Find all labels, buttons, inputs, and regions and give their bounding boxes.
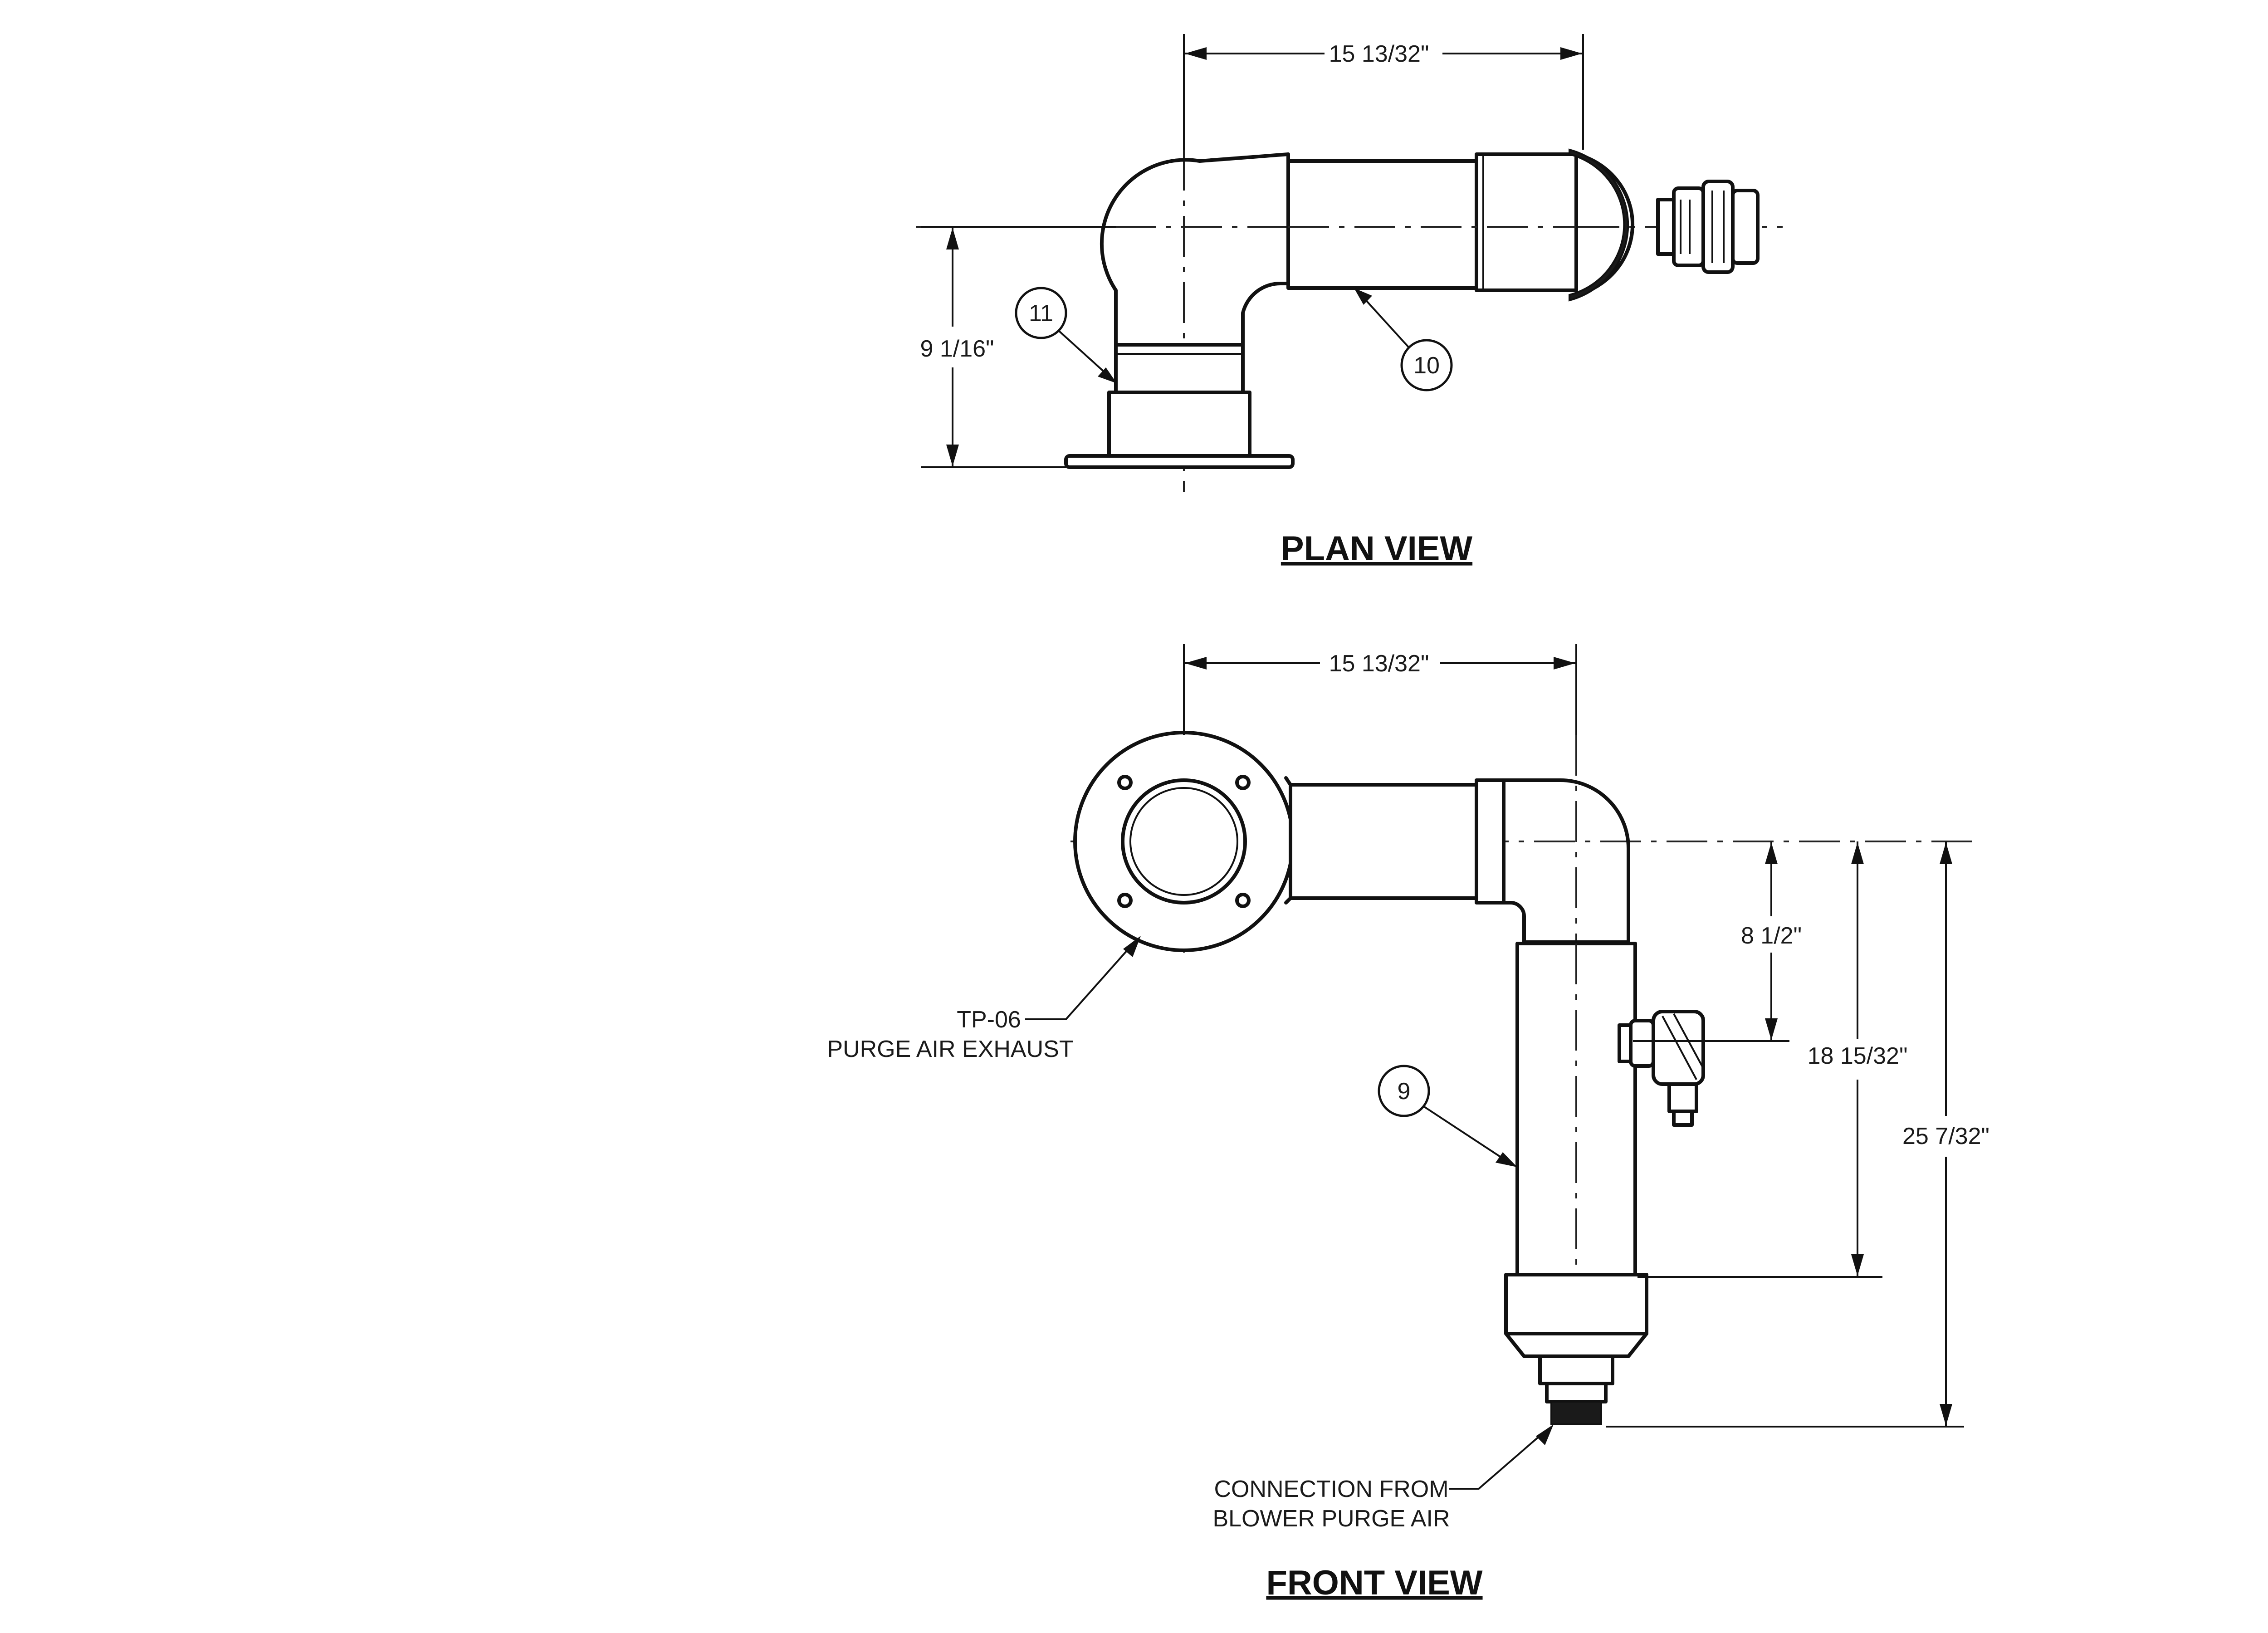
callout-11-bubble (1015, 287, 1067, 339)
front-pipe-coupling (1475, 778, 1505, 905)
plan-width-arrow-right (1560, 47, 1582, 60)
front-dim-b-arrow-bottom (1851, 1254, 1864, 1276)
tp06-label-line1: TP-06 (957, 1007, 1021, 1033)
front-bolt-hole-4 (1235, 893, 1251, 908)
plan-elbow-inner (1241, 281, 1290, 351)
front-bottom-coupling (1504, 1273, 1648, 1335)
plan-height-arrow-bottom (946, 445, 959, 466)
front-bolt-hole-1 (1117, 775, 1133, 790)
front-dim-c-arrow-top (1940, 842, 1952, 864)
front-bottom-thread (1550, 1401, 1602, 1425)
plan-elbow-outer (1100, 152, 1290, 351)
callout-9-bubble (1378, 1065, 1430, 1117)
front-bottom-reducer (1504, 1332, 1648, 1358)
callout-10-arrow (1354, 288, 1372, 305)
front-pipe-stub (1284, 776, 1292, 905)
connection-arrow (1536, 1424, 1554, 1445)
front-elbow-inner (1502, 901, 1526, 945)
front-view-title: FRONT VIEW (1266, 1564, 1482, 1602)
front-flange-bore-outer (1121, 778, 1247, 905)
connection-label-line1: CONNECTION FROM (1214, 1476, 1448, 1502)
tp06-leader (1025, 949, 1128, 1020)
front-flange-bore-inner (1129, 787, 1238, 896)
plan-fitting-nut-a (1656, 198, 1676, 256)
front-width-arrow-left (1185, 657, 1207, 670)
front-width-dim-label: 15 13/32" (1329, 650, 1429, 677)
plan-base-flange (1064, 454, 1295, 469)
front-bolt-hole-2 (1235, 775, 1251, 790)
front-dim-c-arrow-bottom (1940, 1404, 1952, 1426)
plan-end-coupling (1475, 152, 1578, 292)
plan-fitting (1656, 180, 1760, 274)
callout-9-arrow (1496, 1152, 1517, 1167)
front-view: 15 13/32" 8 1/2" 18 15/32" 25 7/32" TP-0… (827, 644, 1989, 1602)
plan-fitting-head (1701, 180, 1735, 274)
front-dim-b-arrow-top (1851, 842, 1864, 864)
callout-10-label: 10 (1413, 352, 1440, 379)
plan-coupling-upper (1114, 343, 1245, 394)
callout-11-leader (1058, 330, 1108, 375)
front-dim-a-label: 8 1/2" (1741, 923, 1802, 949)
front-fitting-nut (1629, 1019, 1655, 1068)
front-horizontal-pipe (1289, 783, 1478, 900)
front-bottom-nut (1545, 1382, 1608, 1403)
plan-width-arrow-left (1185, 47, 1207, 60)
connection-leader (1449, 1435, 1541, 1490)
callout-10-leader (1362, 296, 1409, 348)
tp06-label-line2: PURGE AIR EXHAUST (827, 1036, 1073, 1062)
front-fitting-port-tip (1672, 1110, 1694, 1127)
callout-9-leader (1423, 1106, 1505, 1160)
connection-label-line2: BLOWER PURGE AIR (1213, 1506, 1450, 1532)
callout-11-arrow (1098, 367, 1117, 383)
callout-11-label: 11 (1029, 300, 1053, 327)
plan-width-dim-label: 15 13/32" (1329, 41, 1429, 67)
plan-height-dim-label: 9 1/16" (920, 336, 994, 362)
tp06-arrow (1123, 936, 1141, 957)
plan-fitting-cap (1731, 189, 1760, 265)
front-side-fitting (1618, 1010, 1705, 1127)
front-dim-a-arrow-bottom (1765, 1018, 1778, 1040)
plan-view: 15 13/32" 9 1/16" 11 10 PLAN VIEW (916, 34, 1783, 568)
plan-coupling-lower (1107, 391, 1251, 458)
plan-fitting-body (1672, 186, 1705, 267)
front-fitting-port (1667, 1082, 1698, 1113)
front-dim-c-label: 25 7/32" (1902, 1123, 1989, 1149)
plan-height-arrow-top (946, 228, 959, 249)
front-dim-a-arrow-top (1765, 842, 1778, 864)
plan-view-title: PLAN VIEW (1281, 529, 1472, 568)
callout-10-bubble (1400, 339, 1453, 391)
front-fitting-hatch-1 (1662, 1016, 1697, 1080)
plan-horizontal-pipe (1286, 159, 1478, 290)
front-width-arrow-right (1554, 657, 1575, 670)
front-bolt-hole-3 (1117, 893, 1133, 908)
plan-end-cap-shadow (1569, 148, 1629, 302)
callout-9-label: 9 (1398, 1078, 1411, 1105)
front-dim-b-label: 18 15/32" (1808, 1043, 1908, 1069)
front-elbow-outer (1502, 778, 1630, 945)
front-bottom-nipple (1538, 1354, 1614, 1385)
